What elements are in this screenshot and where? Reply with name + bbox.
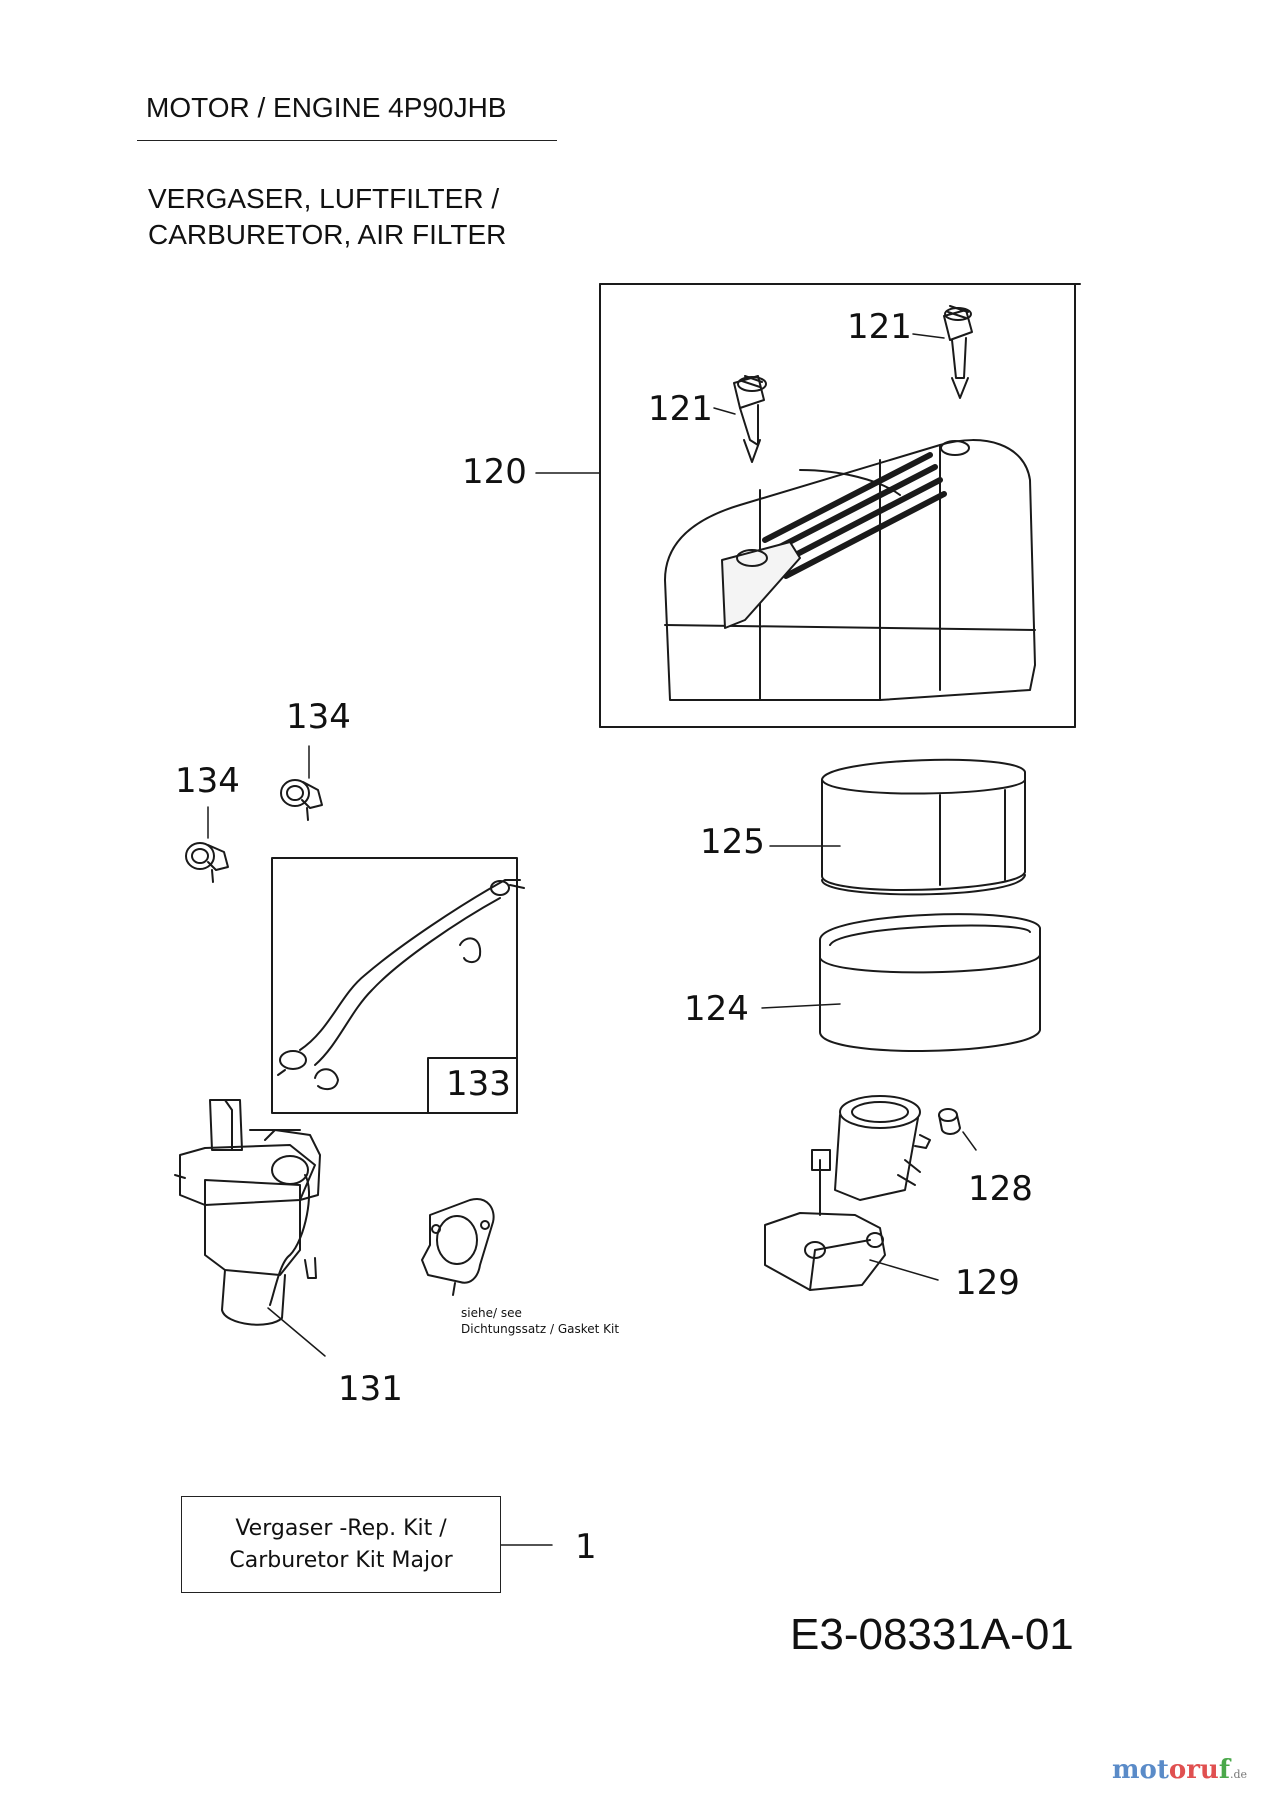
- callout-121-left: 121: [648, 389, 713, 429]
- fuel-hose-drawing: [277, 879, 525, 1091]
- callout-121-right: 121: [847, 307, 912, 347]
- callout-134-upper: 134: [286, 697, 351, 737]
- gasket-drawing: [421, 1198, 495, 1296]
- section-title-line-2: CARBURETOR, AIR FILTER: [148, 219, 507, 250]
- logo-tld: .de: [1230, 1768, 1248, 1781]
- callout-133: 133: [446, 1064, 511, 1104]
- callout-128: 128: [968, 1169, 1033, 1209]
- air-cleaner-cover-frame: [599, 283, 1081, 728]
- rep-kit-line-2: Carburetor Kit Major: [229, 1547, 453, 1573]
- elbow-drawing: [938, 1108, 961, 1135]
- logo-part-3: f: [1218, 1755, 1231, 1785]
- callout-129: 129: [955, 1263, 1020, 1303]
- carburetor-drawing: [174, 1099, 321, 1326]
- gasket-note-line-2: Dichtungssatz / Gasket Kit: [461, 1322, 620, 1337]
- pre-cleaner-drawing: [819, 913, 1041, 1052]
- engine-title: MOTOR / ENGINE 4P90JHB: [146, 92, 507, 123]
- logo-part-1: mot: [1112, 1755, 1169, 1785]
- title-underline: [137, 140, 557, 141]
- motoruf-logo: motoruf.de: [1112, 1755, 1247, 1785]
- air-cleaner-base-drawing: [764, 1095, 931, 1291]
- gasket-note-line-1: siehe/ see: [461, 1306, 522, 1320]
- drawing-code: E3-08331A-01: [790, 1610, 1074, 1659]
- callout-125: 125: [700, 822, 765, 862]
- filter-element-drawing: [821, 758, 1026, 896]
- callout-1: 1: [575, 1527, 597, 1567]
- logo-part-2: oru: [1168, 1755, 1219, 1785]
- knob-right-drawing: [943, 305, 973, 399]
- knob-left-drawing: [733, 375, 767, 463]
- rep-kit-line-1: Vergaser -Rep. Kit /: [235, 1515, 447, 1541]
- callout-134-lower: 134: [175, 761, 240, 801]
- gasket-note: siehe/ see Dichtungssatz / Gasket Kit: [461, 1305, 619, 1337]
- callout-131: 131: [338, 1369, 403, 1409]
- air-cleaner-cover: [664, 439, 1036, 701]
- section-title-line-1: VERGASER, LUFTFILTER /: [148, 183, 500, 214]
- hose-clamp-upper-drawing: [280, 779, 323, 821]
- hose-clamp-lower-drawing: [185, 842, 229, 883]
- callout-120: 120: [462, 452, 527, 492]
- fuel-hose-kit-frame: [271, 857, 518, 1114]
- rep-kit-box: Vergaser -Rep. Kit / Carburetor Kit Majo…: [181, 1496, 501, 1593]
- callout-124: 124: [684, 989, 749, 1029]
